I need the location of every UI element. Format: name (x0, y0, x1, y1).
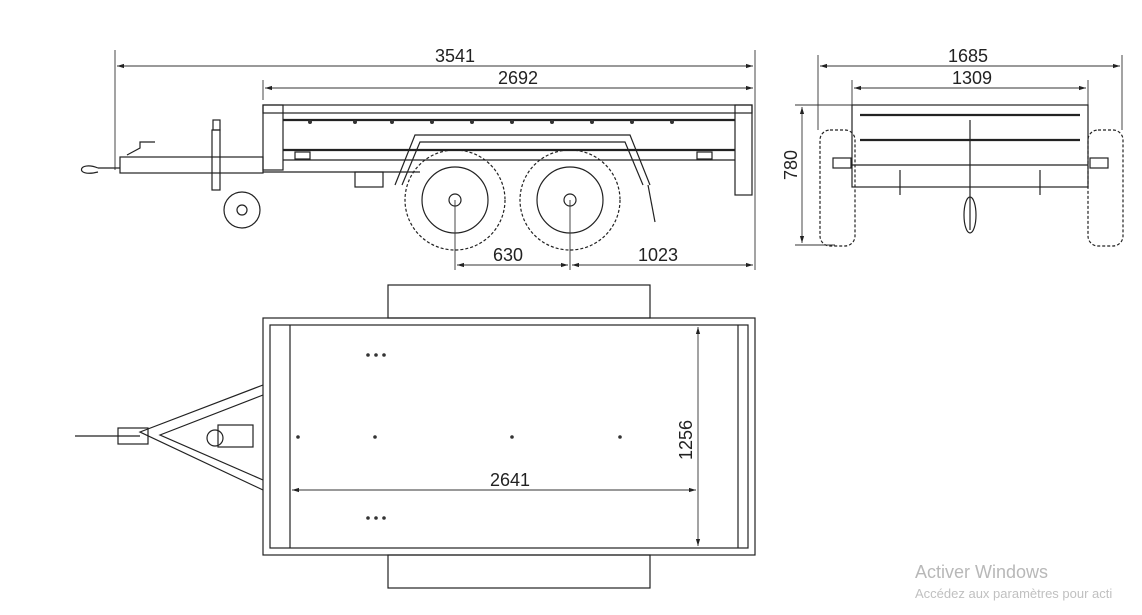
dimension-inner-width: 1256 (676, 420, 696, 460)
fender-top (387, 284, 651, 319)
top-view: 2641 1256 (75, 284, 756, 589)
dimension-overall-width: 1685 (948, 46, 988, 66)
dimension-box-width: 1309 (952, 68, 992, 88)
dimension-rear-overhang: 1023 (638, 245, 678, 265)
watermark-title: Activer Windows (915, 562, 1049, 582)
dimension-overall-length: 3541 (435, 46, 475, 66)
rear-view: 1685 1309 780 (781, 46, 1124, 247)
dimension-box-length: 2692 (498, 68, 538, 88)
fender-bottom (387, 554, 651, 589)
side-view: 3541 2692 (80, 46, 756, 270)
dimension-box-height: 780 (781, 150, 801, 180)
dimension-axle-spacing: 630 (493, 245, 523, 265)
watermark-subtitle: Accédez aux paramètres pour acti (915, 586, 1113, 601)
dimension-inner-length: 2641 (490, 470, 530, 490)
